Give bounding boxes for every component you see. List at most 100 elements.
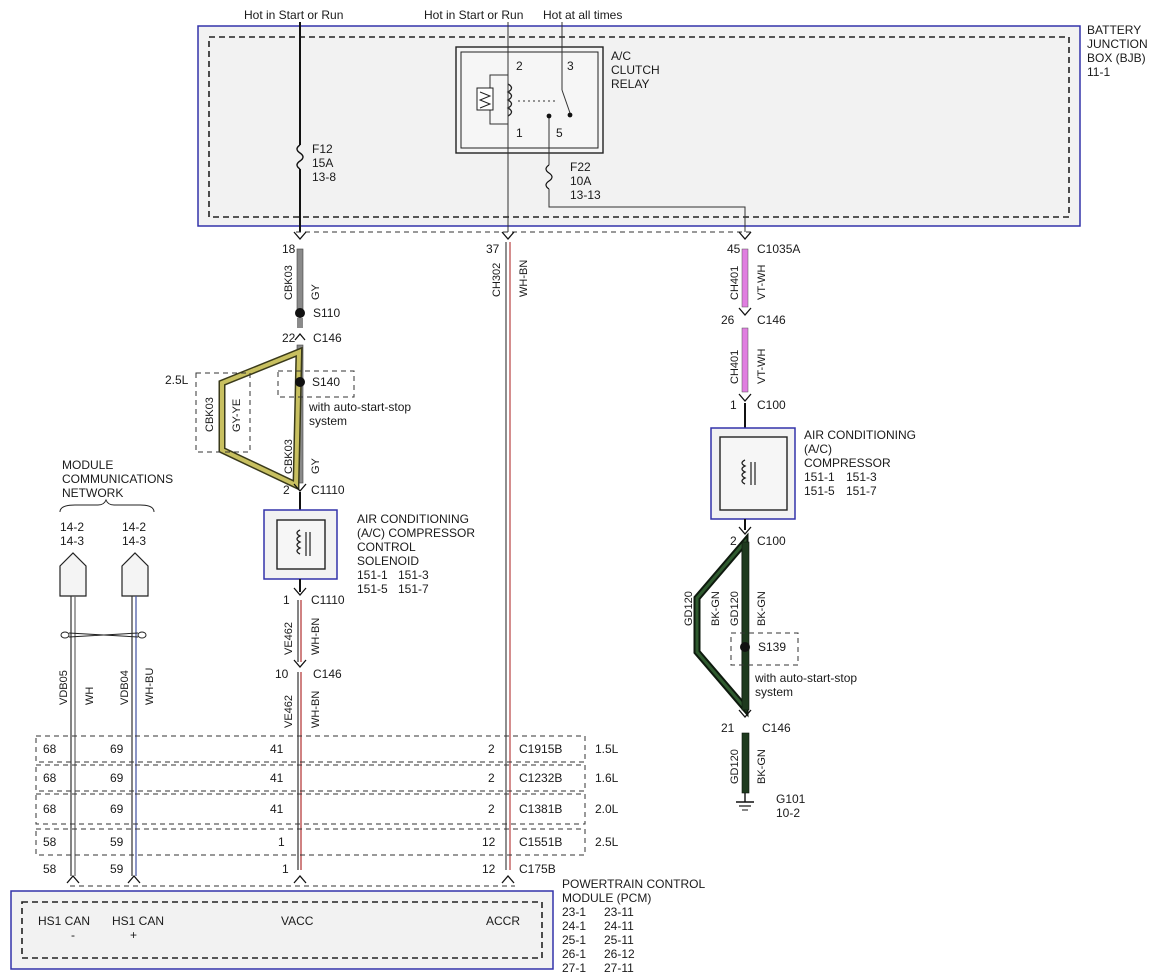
bjb-label-line1: BATTERY (1087, 23, 1141, 37)
row4-col2: 59 (110, 835, 124, 849)
pcm-ref-4b: 26-12 (604, 947, 635, 961)
pin-18-label: 18 (282, 242, 296, 256)
fuse-f12-amp: 15A (312, 156, 333, 170)
wire-gy-label-1: GY (310, 283, 322, 300)
wire-vdb04-label: VDB04 (119, 670, 131, 705)
fuse-f12-icon (296, 144, 304, 170)
wire-gd120-segment1 (741, 541, 750, 711)
row3-connector: C1381B (519, 802, 562, 816)
c146-label-left-b: C146 (313, 667, 342, 681)
pcm-ref-3a: 25-1 (562, 933, 586, 947)
pcm-connector-arrows (66, 875, 515, 884)
connector-arrow-26 (738, 307, 752, 316)
connector-arrow-c100-bottom (738, 526, 752, 535)
splice-s140-label: S140 (312, 375, 340, 389)
row3-col3: 41 (270, 802, 284, 816)
row1-col4: 2 (488, 742, 495, 756)
c146-label-right-a: C146 (757, 313, 786, 327)
pcm-connector-c175b: C175B (519, 862, 556, 876)
compressor-ref-1b: 151-3 (846, 470, 877, 484)
wire-wh-label: WH (84, 687, 96, 705)
row1-col3: 41 (270, 742, 284, 756)
row4-col3: 1 (278, 835, 285, 849)
wire-bk-gn-label-3: BK-GN (756, 749, 768, 784)
solenoid-ref-1a: 151-1 (357, 568, 388, 582)
connector-arrow-c1110-top (293, 483, 307, 492)
fuse-f22-ref: 13-13 (570, 188, 601, 202)
pcm-pin-plus-sign: + (130, 928, 137, 942)
s139-note-line1: with auto-start-stop (754, 671, 857, 685)
pin-2-right-label: 2 (730, 534, 737, 548)
wire-gd120-label-1: GD120 (683, 591, 695, 626)
feed-label-3: Hot at all times (543, 8, 622, 22)
wire-gy-ye-label: GY-YE (231, 399, 243, 432)
c1110-label-a: C1110 (311, 483, 345, 497)
mcn-offpage-arrow-1 (59, 552, 87, 597)
pcm-pin-vacc: VACC (281, 914, 314, 928)
wire-gd120-label-2: GD120 (729, 591, 741, 626)
pin-1-left-label: 1 (283, 593, 290, 607)
s140-note-line2: system (309, 414, 347, 428)
fuse-f22-name: F22 (570, 160, 591, 174)
compressor-clutch-coil-icon (741, 459, 756, 485)
feed-label-1: Hot in Start or Run (244, 8, 343, 22)
wire-gy-ye-loop-fill (220, 349, 302, 489)
mcn-brace (59, 498, 155, 513)
connector-arrow-45 (738, 231, 752, 240)
pcm-outline (10, 890, 554, 970)
row3-engine: 2.0L (595, 802, 619, 816)
s139-note-line2: system (755, 685, 793, 699)
engine-2-5l-label: 2.5L (165, 373, 189, 387)
bjb-outline (197, 25, 1081, 227)
ground-symbol-icon (736, 793, 754, 811)
wire-ch401-segment1 (741, 248, 749, 308)
fuse-f22-icon (545, 164, 553, 190)
pcm-pin-minus-sign: - (71, 928, 75, 942)
relay-label-3: RELAY (611, 77, 649, 91)
pcm-pin-hs1-can-plus: HS1 CAN (112, 914, 164, 928)
solenoid-label-2: (A/C) COMPRESSOR (357, 526, 475, 540)
compressor-ref-2b: 151-7 (846, 484, 877, 498)
c1035a-label: C1035A (757, 242, 800, 256)
row4-col4: 12 (482, 835, 496, 849)
splice-s140 (295, 377, 305, 387)
row1-col2: 69 (110, 742, 124, 756)
mcn-label-1: MODULE (62, 458, 113, 472)
pcm-pin-12: 12 (482, 862, 496, 876)
wire-cbk03-label-1: CBK03 (283, 265, 295, 300)
compressor-label-3: COMPRESSOR (804, 456, 891, 470)
solenoid-ref-1b: 151-3 (398, 568, 429, 582)
pin-21-label: 21 (721, 721, 735, 735)
fuse-f22-amp: 10A (570, 174, 591, 188)
wire-wh-bn-mid-label: WH-BN (518, 260, 530, 297)
pcm-ref-2a: 24-1 (562, 919, 586, 933)
wire-ch401-label-2: CH401 (729, 350, 741, 384)
mcn-ref-b1: 14-2 (122, 520, 146, 534)
wire-ch401-label-1: CH401 (729, 266, 741, 300)
relay-pin-3: 3 (567, 59, 574, 73)
twisted-pair-icon (60, 631, 147, 639)
s140-option-box (277, 370, 355, 398)
pcm-ref-3b: 25-11 (604, 933, 634, 947)
bjb-label-line3: BOX (BJB) (1087, 51, 1146, 65)
s140-note-line1: with auto-start-stop (308, 400, 411, 414)
pcm-ref-5b: 27-11 (604, 961, 634, 975)
wire-vt-wh-label-2: VT-WH (756, 349, 768, 384)
row3-col2: 69 (110, 802, 124, 816)
wire-cbk03-gy-segment1 (296, 248, 304, 310)
compressor-label-2: (A/C) (804, 442, 832, 456)
row3-col1: 68 (43, 802, 57, 816)
bjb-ref: 11-1 (1087, 65, 1110, 79)
pcm-ref-5a: 27-1 (562, 961, 586, 975)
wire-ve462-label-2: VE462 (283, 695, 295, 728)
connector-row-3: 68 69 41 2 C1381B 2.0L (35, 793, 619, 825)
connector-arrow-c146-left-b (293, 659, 307, 668)
connector-row-4: 58 59 1 12 C1551B 2.5L (35, 828, 619, 856)
splice-s110 (295, 308, 305, 318)
wire-short-gy (297, 318, 303, 328)
s139-option-box (730, 632, 799, 666)
pin-22-label: 22 (282, 331, 296, 345)
wire-ch302-label: CH302 (491, 263, 503, 297)
engine-2-5l-option-box (195, 372, 251, 453)
pin-2-left-label: 2 (283, 483, 290, 497)
